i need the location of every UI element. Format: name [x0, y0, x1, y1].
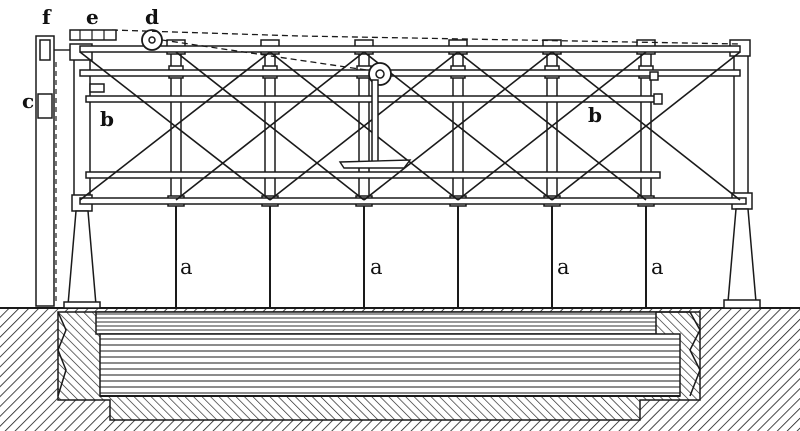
label-a2: a — [370, 255, 383, 279]
end-column-right — [733, 54, 749, 206]
label-f: f — [42, 5, 52, 29]
upper-rail — [79, 69, 741, 77]
pedestal-right — [727, 208, 757, 303]
bottom-chord — [79, 197, 747, 205]
truss-frame — [35, 29, 761, 309]
brace-up-1 — [79, 51, 271, 201]
water-pit — [57, 311, 701, 421]
label-d: d — [145, 5, 159, 29]
brace-up-2 — [175, 51, 365, 201]
brace-up-4 — [363, 51, 553, 201]
brace-up-6 — [551, 51, 741, 201]
pulley-d-hub — [148, 36, 156, 44]
weight-post-head-f — [39, 39, 51, 61]
diagram-labels: f e d c b b a a a a — [22, 5, 664, 279]
label-a4: a — [651, 255, 664, 279]
end-column-left — [73, 54, 91, 206]
pedestal-left — [67, 210, 97, 306]
weight-post-c — [35, 35, 55, 307]
label-b2: b — [588, 103, 602, 127]
cord-dashed-top — [111, 29, 741, 45]
label-c: c — [22, 89, 34, 113]
label-e: e — [86, 5, 99, 29]
right-tab — [653, 93, 663, 105]
gear-shaft — [371, 79, 379, 165]
top-chord — [79, 45, 741, 53]
left-bracket — [89, 83, 105, 93]
label-a1: a — [180, 255, 193, 279]
right-small-tab — [649, 71, 659, 81]
pedestal-base-right — [723, 299, 761, 309]
brace-up-5 — [457, 51, 647, 201]
cord-dashed-diagonal — [161, 39, 381, 73]
brace-up-3 — [269, 51, 459, 201]
crank-handle — [338, 159, 412, 169]
winch-e — [69, 29, 117, 41]
label-a3: a — [557, 255, 570, 279]
counterweight-c — [37, 93, 53, 119]
label-b1: b — [100, 107, 114, 131]
lower-rail — [85, 171, 661, 179]
gear-wheel-hub — [375, 69, 385, 79]
pedestal-base-left — [63, 301, 101, 309]
